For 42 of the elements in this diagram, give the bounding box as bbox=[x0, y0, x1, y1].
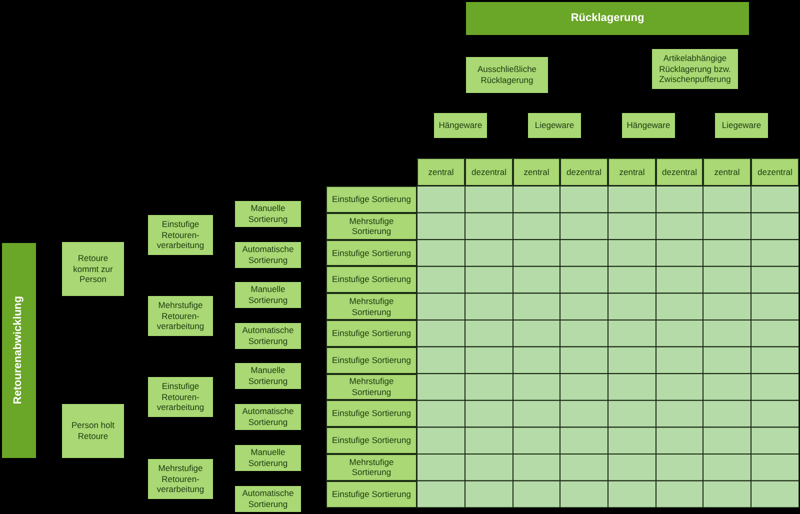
option-box: Mehrstufige Retouren-verarbeitung bbox=[148, 296, 213, 336]
option-box: Manuelle Sortierung bbox=[235, 445, 301, 471]
row-header: Einstufige Sortierung bbox=[326, 480, 417, 508]
row-header: Mehrstufige Sortierung bbox=[326, 293, 417, 320]
option-box: Automatische Sortierung bbox=[235, 486, 301, 512]
column-header: zentral bbox=[417, 158, 465, 186]
column-header: dezentral bbox=[560, 158, 608, 186]
row-header: Mehrstufige Sortierung bbox=[326, 212, 417, 240]
row-header: Einstufige Sortierung bbox=[326, 320, 417, 347]
option-box: Einstufige Retouren-verarbeitung bbox=[148, 215, 213, 255]
row-header: Einstufige Sortierung bbox=[326, 400, 417, 428]
row-header: Einstufige Sortierung bbox=[326, 266, 417, 294]
option-box: Retoure kommt zur Person bbox=[62, 242, 124, 296]
option-box: Hängeware bbox=[434, 113, 487, 138]
option-box: Automatische Sortierung bbox=[235, 404, 301, 430]
option-box: Manuelle Sortierung bbox=[235, 282, 301, 308]
column-header: dezentral bbox=[751, 158, 799, 186]
option-box: Mehrstufige Retouren-verarbeitung bbox=[148, 459, 213, 499]
category-header: Retourenabwicklung bbox=[2, 243, 36, 458]
row-header: Einstufige Sortierung bbox=[326, 427, 417, 454]
option-box: Ausschließliche Rücklagerung bbox=[466, 57, 548, 93]
column-header: zentral bbox=[513, 158, 560, 186]
option-box: Automatische Sortierung bbox=[235, 242, 301, 268]
option-box: Manuelle Sortierung bbox=[235, 363, 301, 389]
option-box: Person holt Retoure bbox=[62, 404, 124, 458]
column-header: dezentral bbox=[656, 158, 703, 186]
option-box: Liegeware bbox=[528, 113, 581, 138]
column-header: zentral bbox=[608, 158, 656, 186]
category-header: Rücklagerung bbox=[466, 2, 749, 35]
row-header: Einstufige Sortierung bbox=[326, 240, 417, 266]
option-box: Einstufige Retouren-verarbeitung bbox=[148, 377, 213, 417]
row-header: Einstufige Sortierung bbox=[326, 186, 417, 213]
option-box: Artikelabhängige Rücklagerung bzw. Zwischenpufferung bbox=[652, 49, 738, 89]
column-header: dezentral bbox=[465, 158, 513, 186]
row-header: Mehrstufige Sortierung bbox=[326, 454, 417, 481]
column-header: zentral bbox=[703, 158, 751, 186]
option-box: Manuelle Sortierung bbox=[235, 201, 301, 227]
option-box: Automatische Sortierung bbox=[235, 323, 301, 349]
row-header: Mehrstufige Sortierung bbox=[326, 374, 417, 400]
row-header: Einstufige Sortierung bbox=[326, 346, 417, 374]
option-box: Liegeware bbox=[715, 113, 768, 138]
option-box: Hängeware bbox=[622, 113, 675, 138]
